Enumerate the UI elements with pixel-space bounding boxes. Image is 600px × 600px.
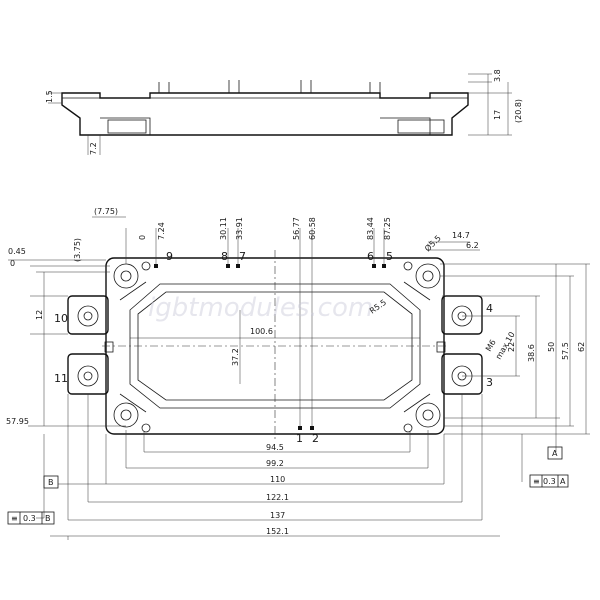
- tol-a-ref: A: [560, 477, 566, 486]
- pin-label-11: 11: [54, 372, 68, 385]
- dim-m6: M6: [484, 338, 498, 353]
- dim-100-6: 100.6: [250, 327, 273, 336]
- pin-label-1: 1: [296, 432, 303, 445]
- dim-top-0: 0: [138, 235, 147, 240]
- dim-left-0: 0: [10, 259, 15, 268]
- dim-137: 137: [270, 511, 285, 520]
- dim-87-25: 87.25: [383, 217, 392, 240]
- dim-side-7-2: 7.2: [89, 142, 98, 155]
- dim-side-17: 17: [493, 110, 502, 120]
- pin-label-2: 2: [312, 432, 319, 445]
- dim-122-1: 122.1: [266, 493, 289, 502]
- pin-label-5: 5: [386, 250, 393, 263]
- watermark-text: igbtmodules.com: [148, 293, 373, 323]
- pin-label-7: 7: [239, 250, 246, 263]
- pin-label-10: 10: [54, 312, 68, 325]
- dim-110: 110: [270, 475, 285, 484]
- dim-57-95: 57.95: [6, 417, 29, 426]
- dim-side-20-8: (20.8): [514, 99, 523, 123]
- dim-83-44: 83.44: [366, 217, 375, 240]
- tol-b-value: 0.3: [23, 514, 36, 523]
- dim-60-58: 60.58: [308, 217, 317, 240]
- dim-50: 50: [547, 342, 556, 352]
- dim-94-5: 94.5: [266, 443, 284, 452]
- tol-b-ref: B: [45, 514, 51, 523]
- dim-38-6: 38.6: [527, 344, 536, 362]
- dim-62: 62: [577, 342, 586, 352]
- dim-56-77: 56.77: [292, 217, 301, 240]
- dim-3-75: (3.75): [73, 238, 82, 262]
- dim-phi5-5: Ø5.5: [422, 233, 443, 254]
- dim-152-1: 152.1: [266, 527, 289, 536]
- dim-6-2: 6.2: [466, 241, 479, 250]
- tol-a-value: 0.3: [543, 477, 556, 486]
- side-view: [48, 73, 512, 155]
- pin-label-9: 9: [166, 250, 173, 263]
- datum-a-label: A: [552, 449, 558, 458]
- dim-7-75: (7.75): [94, 207, 118, 216]
- pin-label-6: 6: [367, 250, 374, 263]
- dim-33-91: 33.91: [235, 217, 244, 240]
- dim-22: 22: [507, 342, 516, 352]
- dim-side-1-5: 1.5: [45, 90, 54, 103]
- pin-label-3: 3: [486, 376, 493, 389]
- dim-0-45: 0.45: [8, 247, 26, 256]
- datum-b-label: B: [48, 478, 54, 487]
- tol-a-symbol: ≡: [533, 477, 540, 486]
- top-view: [8, 216, 590, 540]
- dim-30-11: 30.11: [219, 217, 228, 240]
- dim-7-24: 7.24: [157, 222, 166, 240]
- pin-label-4: 4: [486, 302, 493, 315]
- dim-57-5: 57.5: [561, 342, 570, 360]
- dim-side-3-8: 3.8: [493, 69, 502, 82]
- dim-14-7: 14.7: [452, 231, 470, 240]
- dim-12: 12: [35, 310, 44, 320]
- tol-b-symbol: ≡: [11, 514, 18, 523]
- dim-99-2: 99.2: [266, 459, 284, 468]
- dim-37-2: 37.2: [231, 348, 240, 366]
- pin-label-8: 8: [221, 250, 228, 263]
